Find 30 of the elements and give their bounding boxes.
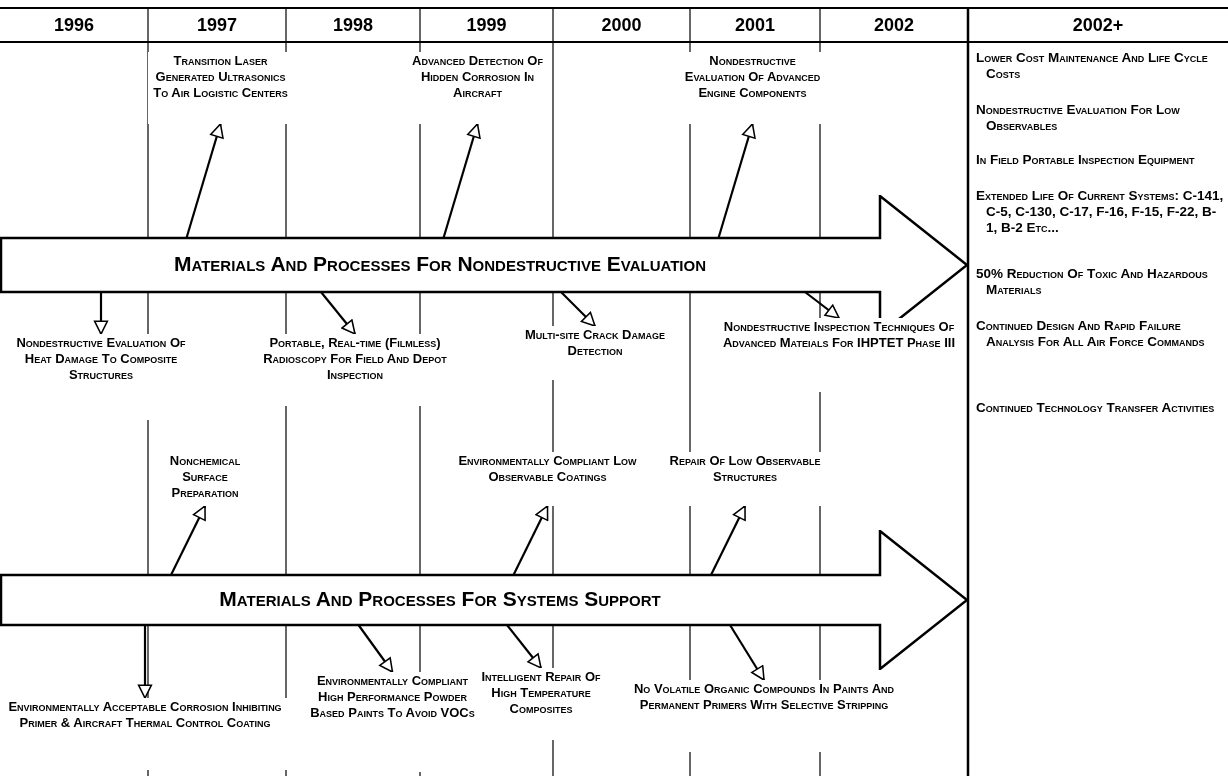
year-header: 2002+ — [1071, 14, 1125, 37]
arrow — [804, 291, 840, 319]
outcome-text: 50% Reduction Of Toxic And Hazardous Materials — [976, 266, 1209, 298]
outcome-text: Extended Life Of Current Systems: C-141, C-5, C-130, C-17, F-16, F-15, F-22, B-1, B-2 Etc... — [976, 188, 1224, 236]
arrow — [137, 625, 153, 699]
outcome-text: In Field Portable Inspection Equipment — [976, 152, 1196, 168]
year-header: 1999 — [465, 14, 508, 37]
arrow-label: Materials And Processes For Nondestructive Evaluation — [172, 252, 708, 276]
outcome-text: Continued Technology Transfer Activities — [976, 400, 1216, 416]
arrow — [506, 624, 542, 669]
arrow-label: Materials And Processes For Systems Support — [218, 587, 662, 611]
year-header: 2002 — [872, 14, 915, 37]
year-header: 1996 — [52, 14, 95, 37]
outcome-text: Nondestructive Evaluation For Low Observables — [976, 102, 1181, 134]
arrow — [170, 505, 206, 576]
arrow — [320, 291, 356, 335]
arrow — [717, 123, 756, 239]
arrow — [512, 505, 549, 576]
timeline-arrow — [0, 530, 968, 670]
outcome-text: Continued Design And Rapid Failure Analysis For All Air Force Commands — [976, 318, 1206, 350]
arrow — [93, 292, 109, 335]
milestone-text: Advanced Detection Of Hidden Corrosion In Aircraft — [410, 52, 545, 124]
outcome-text: Lower Cost Maintenance And Life Cycle Costs — [976, 50, 1209, 82]
arrow — [185, 123, 224, 239]
arrow — [442, 123, 481, 239]
arrow — [710, 505, 746, 576]
year-header: 2001 — [733, 14, 776, 37]
year-header: 1997 — [195, 14, 238, 37]
year-header: 2000 — [600, 14, 643, 37]
year-header: 1998 — [331, 14, 374, 37]
